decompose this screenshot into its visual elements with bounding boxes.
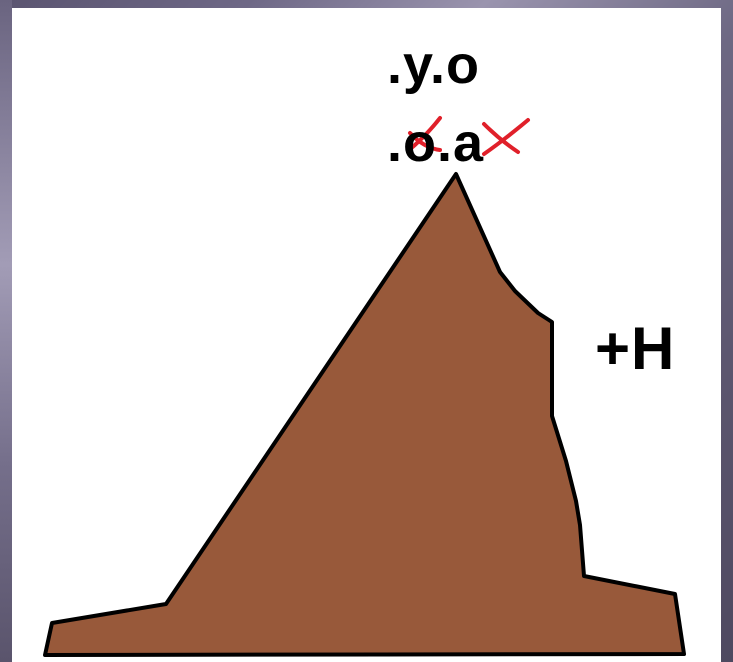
drawing-canvas: .y.o .o.a +H xyxy=(12,8,721,662)
window-frame-left xyxy=(0,0,12,662)
label-top: .y.o xyxy=(387,35,481,95)
label-struck: .o.a xyxy=(387,113,485,173)
strike-mark-1 xyxy=(406,116,442,153)
mountain-drawing xyxy=(43,116,686,657)
strike-mark-2 xyxy=(482,118,530,156)
mountain-shape xyxy=(43,172,686,657)
label-side: +H xyxy=(595,315,676,382)
